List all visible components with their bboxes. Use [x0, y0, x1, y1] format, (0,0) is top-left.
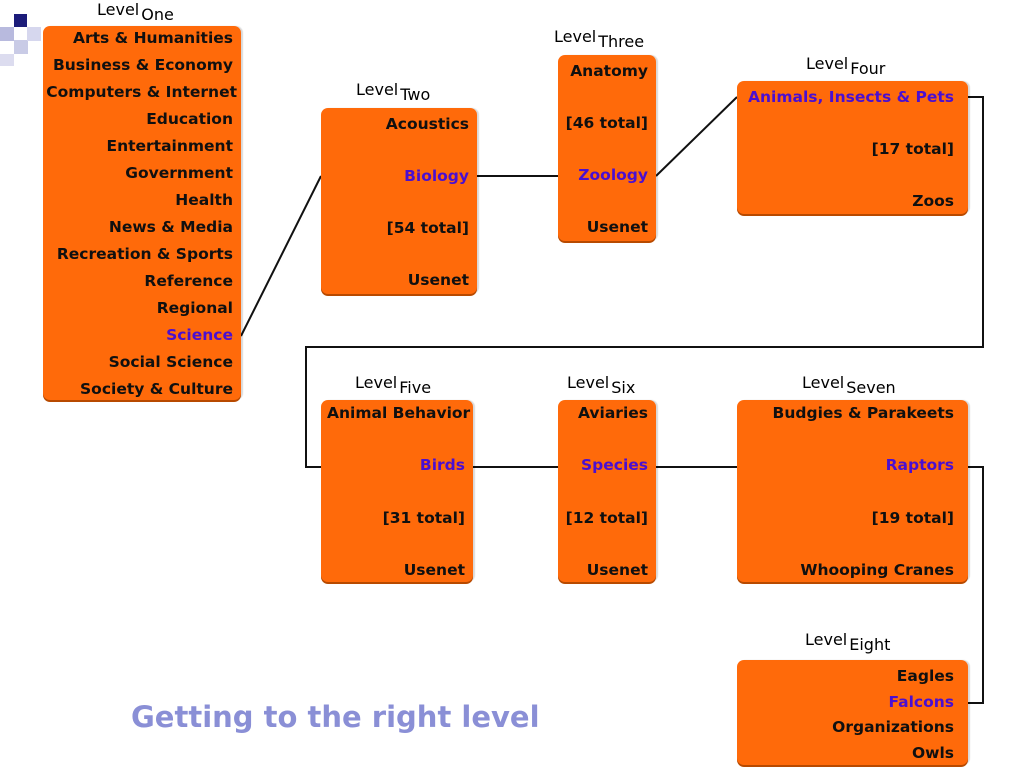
category-item[interactable]: Usenet — [403, 561, 465, 579]
corner-square-dark — [14, 14, 27, 27]
link-zoology-animals — [655, 96, 738, 177]
total-count: [31 total] — [382, 509, 465, 527]
category-item[interactable]: Social Science — [108, 353, 233, 371]
level-six-box: Aviaries Species [12 total] Usenet — [558, 400, 656, 582]
corner-square-light — [27, 27, 41, 41]
category-item[interactable]: Animal Behavior — [327, 404, 471, 422]
total-count: [54 total] — [386, 219, 469, 237]
category-item[interactable]: Regional — [156, 299, 233, 317]
category-item[interactable]: Business & Economy — [52, 56, 233, 74]
category-item[interactable]: News & Media — [108, 218, 233, 236]
link-raptors-falcons — [968, 466, 984, 704]
category-item[interactable]: Eagles — [896, 667, 954, 685]
category-item[interactable]: Health — [175, 191, 233, 209]
total-count: [46 total] — [565, 114, 648, 132]
category-item[interactable]: Recreation & Sports — [56, 245, 233, 263]
category-item[interactable]: Owls — [911, 744, 954, 762]
level-five-box: Animal Behavior Birds [31 total] Usenet — [321, 400, 473, 582]
category-item[interactable]: Aviaries — [577, 404, 648, 422]
category-item[interactable]: Budgies & Parakeets — [772, 404, 954, 422]
corner-square-light — [0, 27, 14, 41]
category-item-selected[interactable]: Birds — [419, 456, 465, 474]
category-item-selected[interactable]: Science — [166, 326, 233, 344]
category-item[interactable]: Government — [125, 164, 233, 182]
category-item[interactable]: Organizations — [832, 718, 954, 736]
total-count: [12 total] — [565, 509, 648, 527]
corner-square-light — [0, 54, 14, 66]
category-item-selected[interactable]: Species — [580, 456, 648, 474]
total-count: [17 total] — [871, 140, 954, 158]
category-item-selected[interactable]: Falcons — [888, 693, 954, 711]
category-item[interactable]: Computers & Internet — [46, 83, 237, 101]
category-item-selected[interactable]: Zoology — [578, 166, 648, 184]
category-item[interactable]: Acoustics — [385, 115, 469, 133]
total-count: [19 total] — [871, 509, 954, 527]
level-eight-box: Eagles Falcons Organizations Owls — [737, 660, 968, 765]
category-item[interactable]: Usenet — [586, 218, 648, 236]
category-item[interactable]: Usenet — [407, 271, 469, 289]
category-item[interactable]: Whooping Cranes — [800, 561, 954, 579]
category-item[interactable]: Arts & Humanities — [72, 29, 233, 47]
level-one-box: Arts & Humanities Business & Economy Com… — [43, 26, 241, 400]
level-three-box: Anatomy [46 total] Zoology Usenet — [558, 55, 656, 241]
category-item[interactable]: Entertainment — [106, 137, 233, 155]
category-item[interactable]: Usenet — [586, 561, 648, 579]
category-item-selected[interactable]: Raptors — [885, 456, 954, 474]
category-item[interactable]: Reference — [144, 272, 233, 290]
link-science-biology — [240, 175, 322, 337]
level-two-box: Acoustics Biology [54 total] Usenet — [321, 108, 477, 294]
category-item-selected[interactable]: Animals, Insects & Pets — [748, 88, 954, 106]
category-item[interactable]: Education — [146, 110, 233, 128]
corner-square-light — [14, 40, 28, 54]
level-seven-box: Budgies & Parakeets Raptors [19 total] W… — [737, 400, 968, 582]
category-item[interactable]: Society & Culture — [80, 380, 233, 398]
slide-title: Getting to the right level — [131, 700, 540, 734]
category-item-selected[interactable]: Biology — [404, 167, 469, 185]
level-four-box: Animals, Insects & Pets [17 total] Zoos — [737, 81, 968, 214]
link-animals-birds — [305, 96, 984, 468]
category-item[interactable]: Anatomy — [570, 62, 648, 80]
category-item[interactable]: Zoos — [912, 192, 954, 210]
